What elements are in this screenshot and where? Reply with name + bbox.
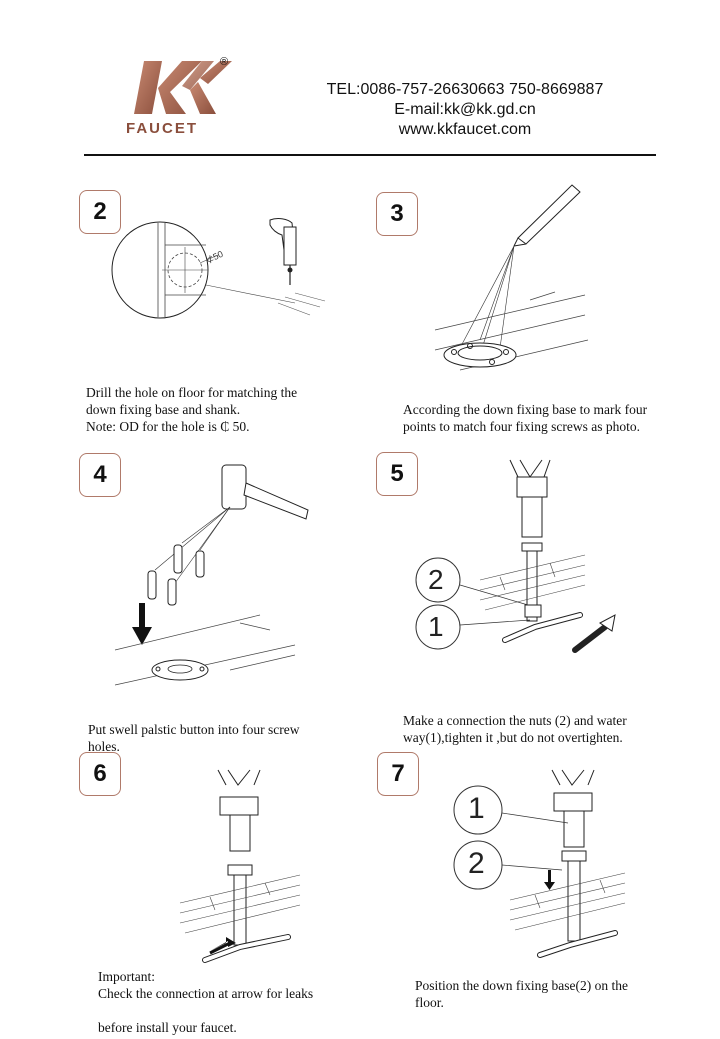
caption-line: Put swell palstic button into four screw <box>88 721 299 738</box>
step-3-badge: 3 <box>376 192 418 236</box>
step-6-illustration <box>170 765 330 975</box>
caption-line: floor. <box>415 994 628 1011</box>
caption-line: points to match four fixing screws as ph… <box>403 418 647 435</box>
contact-block: TEL:0086-757-26630663 750-8669887 E-mail… <box>300 80 630 140</box>
caption-line: down fixing base and shank. <box>86 401 297 418</box>
step-number: 3 <box>390 200 403 228</box>
step-number: 5 <box>390 460 403 488</box>
header-divider <box>84 154 656 156</box>
step-number: 6 <box>93 760 106 788</box>
callout-1: 1 <box>468 792 485 826</box>
step-number: 7 <box>391 760 404 788</box>
callout-1: 1 <box>428 611 444 643</box>
brand-name: KK <box>120 56 121 57</box>
step-7-caption: Position the down fixing base(2) on the … <box>415 977 628 1011</box>
contact-phone: TEL:0086-757-26630663 750-8669887 <box>300 80 630 100</box>
caption-line: holes. <box>88 738 299 755</box>
step-number: 2 <box>93 198 106 226</box>
caption-line: Important: <box>98 968 313 985</box>
step-5-caption: Make a connection the nuts (2) and water… <box>403 712 627 746</box>
kk-faucet-logo: ® KK FAUCET <box>120 56 250 146</box>
step-2-illustration <box>110 215 340 325</box>
contact-email: E-mail:kk@kk.gd.cn <box>300 100 630 120</box>
step-4-illustration <box>110 455 310 700</box>
caption-line: Drill the hole on floor for matching the <box>86 384 297 401</box>
callout-2: 2 <box>428 564 444 596</box>
brand-subtitle: FAUCET <box>126 120 198 137</box>
step-3-caption: According the down fixing base to mark f… <box>403 401 647 435</box>
caption-line: Note: OD for the hole is ₵ 50. <box>86 418 297 435</box>
step-3-illustration <box>430 180 590 380</box>
step-number: 4 <box>93 461 106 489</box>
registered-mark: ® <box>220 56 228 68</box>
step-7-badge: 7 <box>377 752 419 796</box>
caption-line: Position the down fixing base(2) on the <box>415 977 628 994</box>
caption-line: According the down fixing base to mark f… <box>403 401 647 418</box>
caption-line <box>98 1002 313 1019</box>
step-4-caption: Put swell palstic button into four screw… <box>88 721 299 755</box>
caption-line: way(1),tighten it ,but do not overtighte… <box>403 729 627 746</box>
step-2-caption: Drill the hole on floor for matching the… <box>86 384 297 435</box>
caption-line: Check the connection at arrow for leaks <box>98 985 313 1002</box>
caption-line: Make a connection the nuts (2) and water <box>403 712 627 729</box>
callout-2: 2 <box>468 847 485 881</box>
contact-website: www.kkfaucet.com <box>300 120 630 140</box>
caption-line: before install your faucet. <box>98 1019 313 1036</box>
step-6-caption: Important: Check the connection at arrow… <box>98 968 313 1036</box>
step-6-badge: 6 <box>79 752 121 796</box>
